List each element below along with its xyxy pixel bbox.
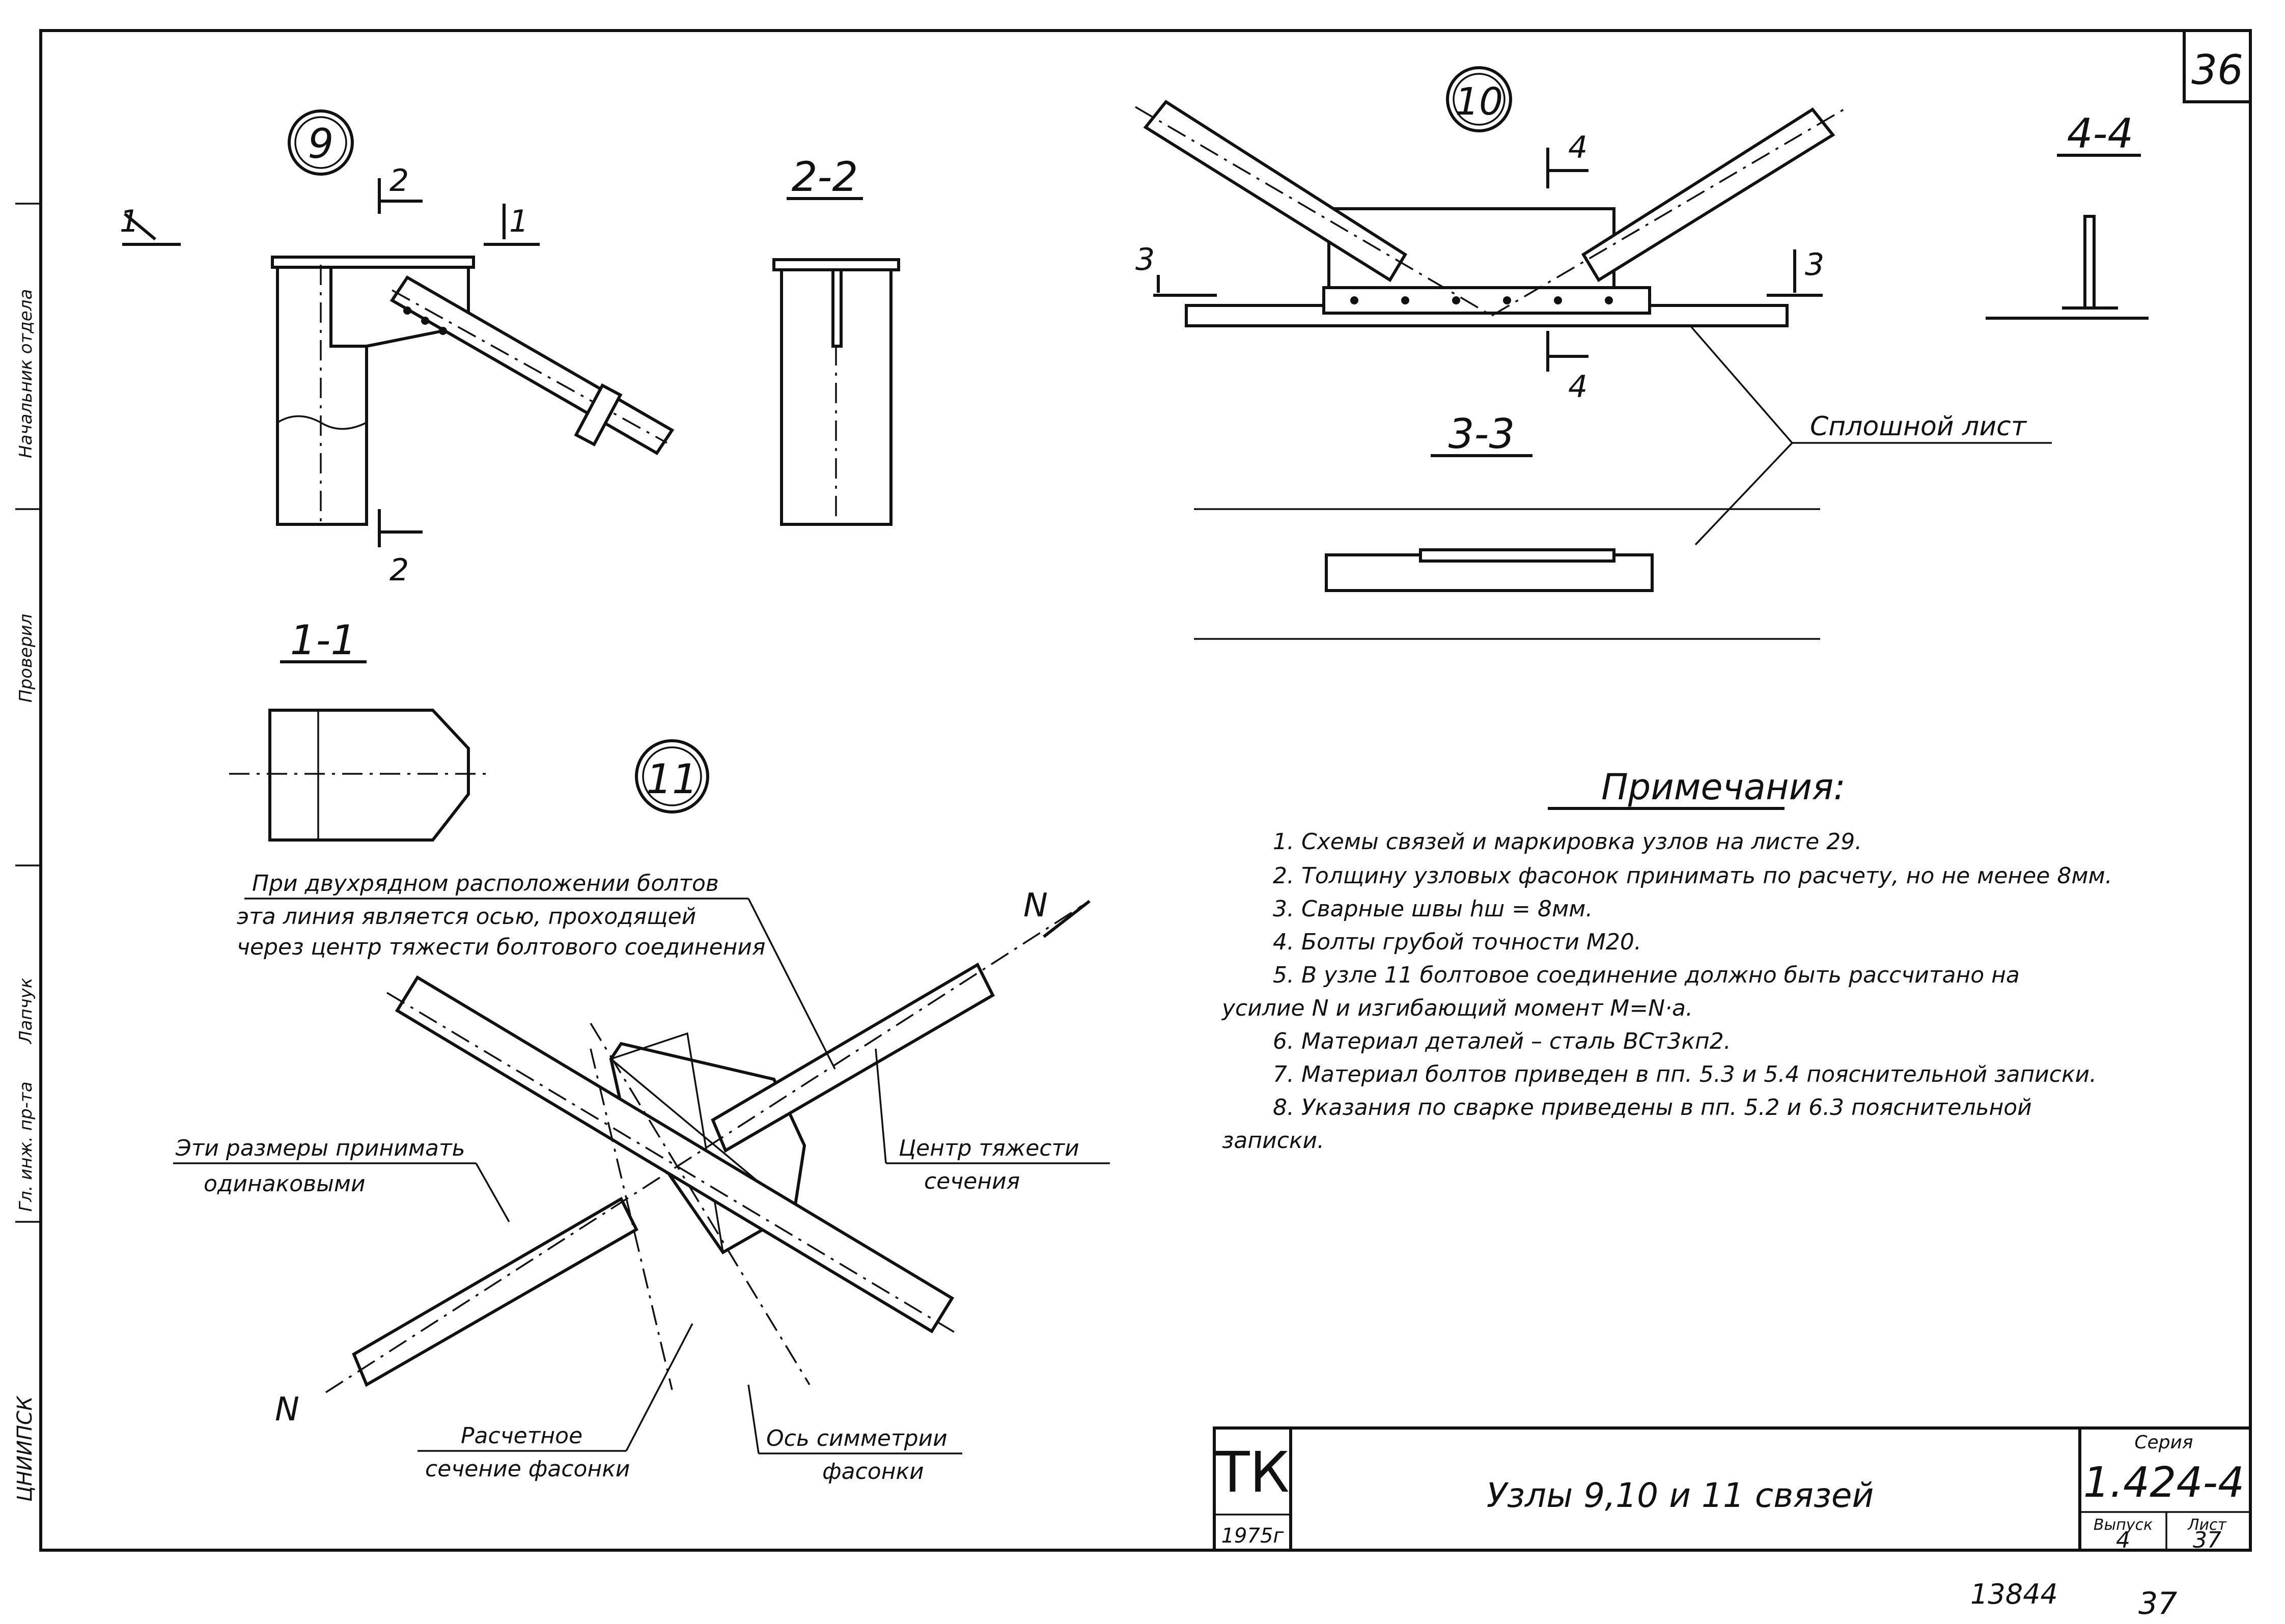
node-9: 9 2 2 1 1 <box>120 109 675 588</box>
section-4-4-title: 4-4 <box>2067 110 2134 157</box>
node-9-label: 9 <box>308 120 334 167</box>
same-size-line-2: одинаковыми <box>204 1171 366 1197</box>
margin-chief: Гл. инж. пр-та <box>16 1081 36 1212</box>
note-5: 5. В узле 11 болтовое соединение должно … <box>1273 962 2020 988</box>
sheet-number: 36 <box>2191 46 2243 94</box>
note-2: 2. Толщину узловых фасонок принимать по … <box>1273 863 2112 889</box>
node-11: 11 N N <box>275 739 1091 1429</box>
section-3-3: 3-3 <box>1194 410 1820 640</box>
node-11-main-brace <box>395 975 955 1334</box>
sheet-label: Лист <box>2187 1516 2227 1534</box>
section-1-1-title: 1-1 <box>290 617 357 664</box>
note-3: 3. Сварные швы hш = 8мм. <box>1273 896 1593 922</box>
series-label: Серия <box>2134 1432 2193 1453</box>
section-1-1-gusset <box>268 709 470 842</box>
archive-number: 13844 <box>1970 1578 2058 1610</box>
left-margin: Гл. инж. пр-та Лапчук Проверил Начальник… <box>13 203 41 1502</box>
two-row-line-1: При двухрядном расположении болтов <box>252 871 719 897</box>
node-10-brace-left <box>1143 100 1408 283</box>
note-5-cont: усилие N и изгибающий момент M=N·a. <box>1221 995 1693 1021</box>
node-10-label: 10 <box>1455 80 1503 124</box>
symmetry-axis-line-1: Ось симметрии <box>766 1425 948 1451</box>
note-4: 4. Болты грубой точности М20. <box>1273 929 1641 955</box>
issue-value: 4 <box>2116 1527 2130 1553</box>
node-11-brace-lower <box>352 1196 638 1387</box>
outer-frame <box>39 29 2252 1552</box>
note-7: 7. Материал болтов приведен в пп. 5.3 и … <box>1273 1061 2097 1087</box>
centroid-line-1: Центр тяжести <box>899 1135 1079 1161</box>
node-10-angle <box>1322 286 1651 315</box>
node-10-marker <box>1446 66 1512 132</box>
margin-stamp: ЦНИИПСК <box>13 1395 37 1502</box>
node-11-callouts: При двухрядном расположении болтов эта л… <box>173 871 1110 1485</box>
solid-sheet-callout: Сплошной лист <box>1689 325 2052 546</box>
svg-text:2: 2 <box>389 552 409 588</box>
node-10-gusset <box>1327 207 1615 297</box>
tk-mark: ТК <box>1215 1440 1289 1505</box>
margin-dept: Начальник отдела <box>16 289 36 458</box>
same-size-line-1: Эти размеры принимать <box>175 1135 465 1161</box>
solid-sheet-label: Сплошной лист <box>1810 411 2027 442</box>
note-1: 1. Схемы связей и маркировка узлов на ли… <box>1273 829 1862 855</box>
sheet-value: 37 <box>2193 1527 2221 1553</box>
note-8: 8. Указания по сварке приведены в пп. 5.… <box>1273 1095 2032 1121</box>
svg-text:3: 3 <box>1135 242 1155 277</box>
footer-page: 37 <box>2138 1586 2177 1621</box>
node-11-brace-upper <box>711 962 995 1153</box>
node-10: 10 4 4 3 3 <box>1135 66 1849 405</box>
section-1-1: 1-1 <box>229 617 489 842</box>
force-label-bottom: N <box>275 1391 299 1429</box>
two-row-line-3: через центр тяжести болтового соединения <box>237 934 765 960</box>
design-section-line-1: Расчетное <box>461 1423 582 1449</box>
node-11-marker <box>635 739 709 814</box>
symmetry-axis-line-2: фасонки <box>822 1459 924 1485</box>
tk-year: 1975г <box>1221 1524 1285 1548</box>
title-block: ТК 1975г Узлы 9,10 и 11 связей Серия 1.4… <box>1213 1426 2252 1553</box>
drawing-title: Узлы 9,10 и 11 связей <box>1487 1476 1874 1515</box>
notes-block: Примечания: 1. Схемы связей и маркировка… <box>1221 766 2112 1154</box>
section-3-3-title: 3-3 <box>1448 410 1515 458</box>
sheet-number-box <box>2183 29 2252 103</box>
svg-text:4: 4 <box>1568 130 1587 165</box>
notes-title: Примечания: <box>1601 766 1846 808</box>
note-8-cont: записки. <box>1222 1128 1324 1154</box>
margin-check: Проверил <box>16 614 36 703</box>
node-11-label: 11 <box>646 755 698 803</box>
node-10-brace-right <box>1581 107 1835 283</box>
note-6: 6. Материал деталей – сталь ВСт3кп2. <box>1273 1028 1731 1054</box>
svg-text:3: 3 <box>1805 247 1824 283</box>
issue-label: Выпуск <box>2094 1516 2153 1534</box>
svg-text:1: 1 <box>509 204 528 239</box>
node-9-brace <box>389 275 675 456</box>
series-value: 1.424-4 <box>2083 1459 2245 1507</box>
design-section-line-2: сечение фасонки <box>425 1456 630 1482</box>
section-2-2-title: 2-2 <box>792 153 858 201</box>
centroid-line-2: сечения <box>924 1168 1020 1194</box>
svg-text:2: 2 <box>389 163 409 199</box>
section-2-2: 2-2 <box>772 153 900 526</box>
svg-text:1: 1 <box>120 204 139 239</box>
section-4-4: 4-4 <box>1986 110 2149 320</box>
node-9-gusset <box>329 266 470 348</box>
margin-staff: Лапчук <box>16 977 36 1045</box>
svg-text:4: 4 <box>1568 369 1587 405</box>
node-9-marker <box>288 109 354 176</box>
force-label-top: N <box>1023 887 1048 925</box>
two-row-line-2: эта линия является осью, проходящей <box>237 904 696 930</box>
